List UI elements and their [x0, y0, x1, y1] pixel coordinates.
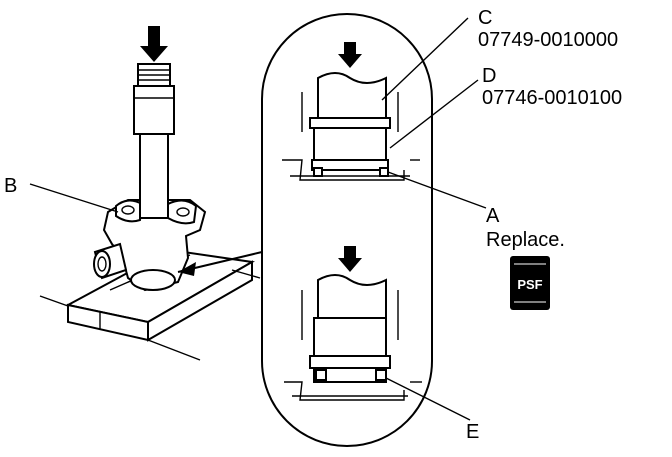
psf-badge-text: PSF: [517, 277, 542, 292]
psf-badge: PSF: [510, 256, 550, 310]
callout-a-letter: A: [486, 205, 500, 227]
callout-e-letter: E: [466, 421, 479, 443]
leader-c: [381, 17, 469, 101]
press-tool-shaft: [133, 63, 175, 219]
callout-d-letter: D: [482, 65, 496, 87]
steering-housing: [93, 199, 207, 292]
callout-b-letter: B: [4, 175, 17, 197]
upper-detail-view: [282, 42, 420, 181]
leader-d: [389, 79, 479, 149]
detail-inset-frame: [261, 13, 433, 447]
leader-a: [387, 171, 487, 209]
callout-c-letter: C: [478, 7, 492, 29]
callout-a-note: Replace.: [486, 229, 565, 251]
leader-b: [29, 183, 119, 213]
detail-leader-arrow: [178, 262, 196, 276]
callout-c-part-number: 07749-0010000: [478, 29, 618, 51]
callout-d-part-number: 07746-0010100: [482, 87, 622, 109]
press-arrow-left: [140, 26, 168, 62]
leader-e: [385, 377, 471, 421]
lower-detail-view: [284, 246, 422, 401]
